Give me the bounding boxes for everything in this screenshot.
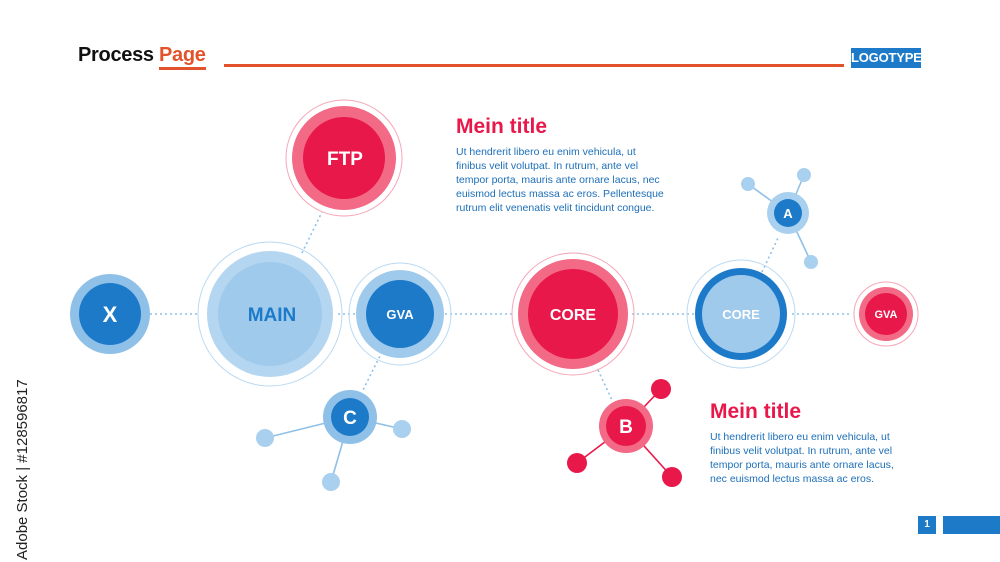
text-line: tempor porta, mauris ante ornare lacus, … (456, 174, 660, 186)
node-gva-left: GVA (348, 262, 452, 366)
node-core-red: CORE (511, 252, 635, 376)
node-gva-right-outline (853, 281, 919, 347)
node-x-label: X (103, 302, 118, 327)
node-ftp-core (303, 117, 385, 199)
page-title-part2: Page (159, 44, 206, 70)
text-block-top-title: Mein title (456, 115, 548, 138)
text-block-bottom-title: Mein title (710, 400, 802, 423)
text-line: nec euismod lectus massa ac eros. (710, 473, 874, 485)
node-c-core (331, 398, 369, 436)
page-title: Process Page (78, 44, 206, 70)
text-line: finibus velit volutpat. In rutrum, ante … (710, 445, 893, 457)
text-line: euismod lectus massa ac eros. Pellentesq… (456, 188, 664, 200)
text-line: Ut hendrerit libero eu enim vehicula, ut (710, 431, 890, 443)
dot-a-3 (804, 255, 818, 269)
text-block-top: Mein title Ut hendrerit libero eu enim v… (456, 115, 706, 215)
dot-b-3 (662, 467, 682, 487)
node-gva-right: GVA (853, 281, 919, 347)
node-gva-left-label: GVA (386, 307, 414, 322)
node-gva-left-outline (348, 262, 452, 366)
page-title-part1: Process (78, 44, 159, 66)
text-block-bottom: Mein title Ut hendrerit libero eu enim v… (710, 400, 960, 486)
node-core-blue-label: CORE (722, 307, 760, 322)
node-b-core (606, 406, 646, 446)
node-ftp-label: FTP (327, 149, 363, 170)
node-gva-left-core (366, 280, 434, 348)
node-main: MAIN (197, 241, 343, 387)
dot-a-1 (741, 177, 755, 191)
text-block-top-body: Ut hendrerit libero eu enim vehicula, ut… (456, 145, 706, 215)
dot-c-1 (256, 429, 274, 447)
node-a: A (767, 192, 809, 234)
node-b-label: B (619, 417, 633, 438)
node-main-core (218, 262, 322, 366)
dot-b-1 (651, 379, 671, 399)
text-line: tempor porta, mauris ante ornare lacus, (710, 459, 894, 471)
node-core-blue-outline (686, 259, 796, 369)
node-main-outline (197, 241, 343, 387)
node-core-blue-core (702, 275, 780, 353)
node-gva-right-label: GVA (874, 309, 897, 321)
connectors (150, 211, 850, 401)
node-ftp-outline (285, 99, 403, 217)
dot-c-2 (393, 420, 411, 438)
page-number: 1 (918, 516, 936, 534)
node-core-red-outline (511, 252, 635, 376)
text-line: finibus velit volutpat. In rutrum, ante … (456, 160, 639, 172)
connector-core-a (761, 237, 779, 273)
stock-watermark: Adobe Stock | #128596817 (14, 379, 31, 560)
page-footer-bar (943, 516, 1000, 534)
title-divider (224, 64, 844, 67)
satellite-dots (256, 168, 818, 491)
node-b: B (599, 399, 653, 453)
node-core-red-label: CORE (550, 307, 597, 324)
connector-gva-c (361, 351, 383, 393)
dot-a-2 (797, 168, 811, 182)
node-a-label: A (783, 206, 793, 221)
node-x: X (70, 274, 150, 354)
dot-c-3 (322, 473, 340, 491)
node-a-core (774, 199, 802, 227)
connector-core-b (597, 369, 613, 401)
node-x-core (79, 283, 141, 345)
node-main-label: MAIN (248, 305, 297, 326)
text-block-bottom-body: Ut hendrerit libero eu enim vehicula, ut… (710, 430, 960, 486)
node-gva-right-core (865, 293, 907, 335)
node-ftp: FTP (285, 99, 403, 217)
node-core-red-core (528, 269, 618, 359)
connector-main-ftp (301, 211, 323, 254)
node-c: C (323, 390, 377, 444)
text-line: Ut hendrerit libero eu enim vehicula, ut (456, 146, 636, 158)
logo: LOGOTYPE (851, 48, 922, 68)
text-line: rutrum elit venenatis velit tincidunt co… (456, 202, 655, 214)
dot-b-2 (567, 453, 587, 473)
node-c-label: C (343, 408, 357, 429)
node-core-blue: CORE (686, 259, 796, 369)
